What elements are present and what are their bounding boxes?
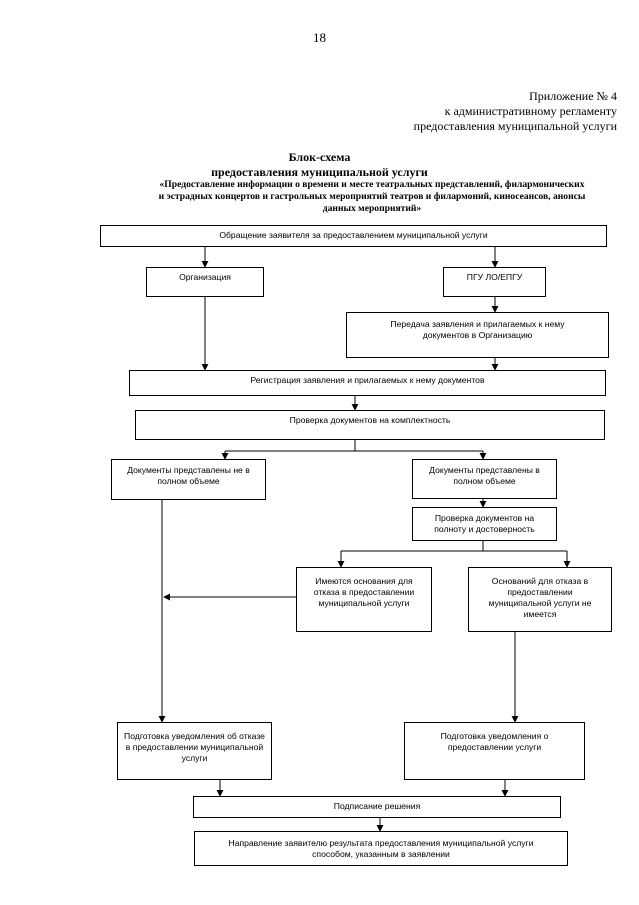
box-result-label: Направление заявителю результата предост… [228, 838, 534, 859]
subtitle-line-2: и эстрадных концертов и гастрольных меро… [158, 191, 586, 202]
box-refusal-grounds-label: Имеются основания для отказа в предостав… [313, 576, 415, 608]
box-docs-incomplete-label: Документы представлены не в полном объем… [127, 465, 250, 486]
box-registration: Регистрация заявления и прилагаемых к не… [129, 370, 606, 396]
box-transfer: Передача заявления и прилагаемых к нему … [346, 312, 609, 358]
box-refusal-notice-label: Подготовка уведомления об отказе в предо… [124, 731, 265, 763]
box-result: Направление заявителю результата предост… [194, 831, 568, 866]
appendix-line-3: предоставления муниципальной услуги [413, 119, 617, 133]
box-check-complete: Проверка документов на комплектность [135, 410, 605, 440]
box-provision-notice: Подготовка уведомления о предоставлении … [404, 722, 585, 780]
box-signing: Подписание решения [193, 796, 561, 818]
box-docs-incomplete: Документы представлены не в полном объем… [111, 459, 266, 500]
appendix-line-1: Приложение № 4 [529, 89, 617, 103]
box-appeal-label: Обращение заявителя за предоставлением м… [219, 230, 488, 240]
box-refusal-notice: Подготовка уведомления об отказе в предо… [117, 722, 272, 780]
box-pgu-label: ПГУ ЛО/ЕПГУ [466, 272, 523, 282]
title-line-2: предоставления муниципальной услуги [211, 165, 428, 179]
appendix-line-2: к административному регламенту [444, 104, 617, 118]
box-check-validity-label: Проверка документов на полноту и достове… [434, 513, 535, 534]
box-signing-label: Подписание решения [333, 801, 421, 811]
box-organization-label: Организация [179, 272, 231, 282]
box-pgu: ПГУ ЛО/ЕПГУ [443, 267, 546, 297]
box-organization: Организация [146, 267, 264, 297]
box-refusal-grounds: Имеются основания для отказа в предостав… [296, 567, 432, 632]
box-check-complete-label: Проверка документов на комплектность [289, 415, 451, 425]
box-no-refusal-grounds: Оснований для отказа в предоставлении му… [468, 567, 612, 632]
subtitle-line-1: «Предоставление информации о времени и м… [159, 179, 585, 190]
box-docs-complete-label: Документы представлены в полном объеме [429, 465, 540, 486]
box-no-refusal-grounds-label: Оснований для отказа в предоставлении му… [488, 576, 592, 619]
box-provision-notice-label: Подготовка уведомления о предоставлении … [440, 731, 549, 752]
page-number: 18 [313, 30, 326, 45]
box-docs-complete: Документы представлены в полном объеме [412, 459, 557, 499]
title-line-1: Блок-схема [288, 150, 351, 164]
box-registration-label: Регистрация заявления и прилагаемых к не… [250, 375, 485, 385]
box-appeal: Обращение заявителя за предоставлением м… [100, 225, 607, 247]
subtitle-line-3: данных мероприятий» [322, 203, 422, 214]
box-check-validity: Проверка документов на полноту и достове… [412, 507, 557, 541]
box-transfer-label: Передача заявления и прилагаемых к нему … [390, 319, 565, 340]
